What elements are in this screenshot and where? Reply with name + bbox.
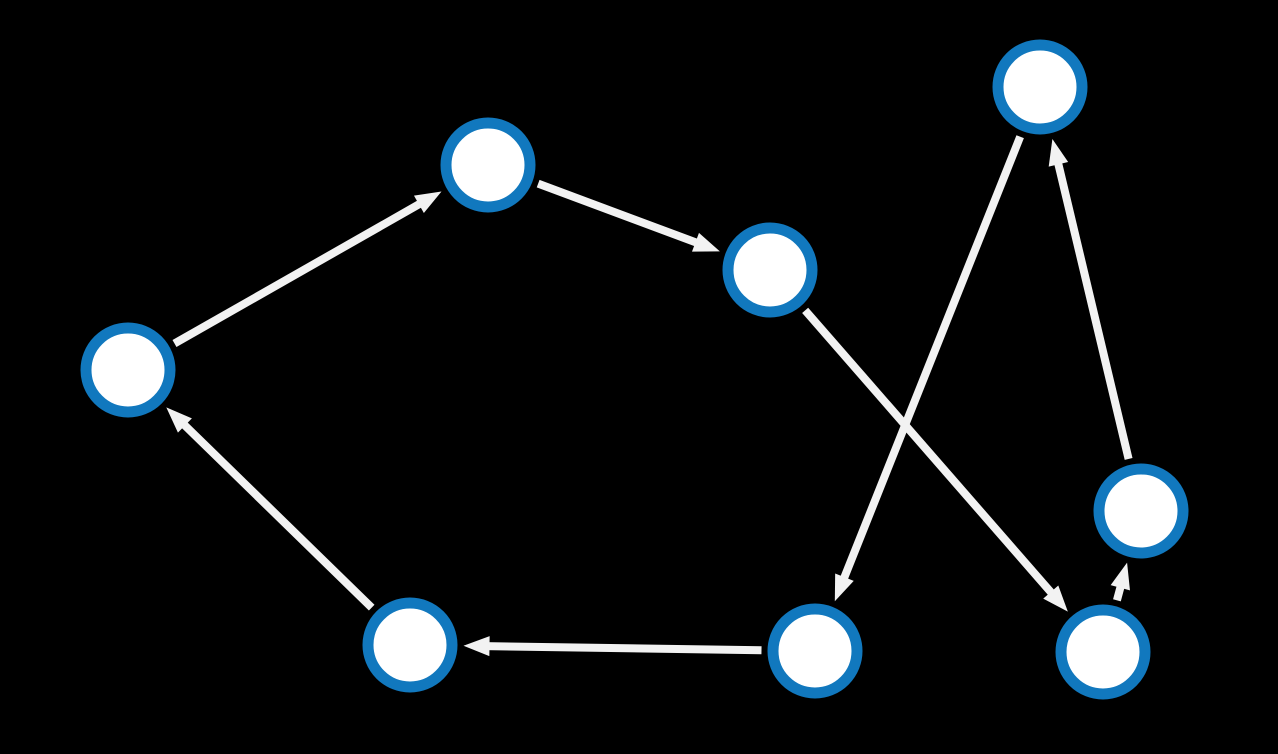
graph-edge-arrowhead (834, 573, 854, 602)
graph-node[interactable] (80, 322, 176, 418)
graph-edge-arrowhead (1048, 139, 1069, 167)
graph-edge-line (839, 135, 1024, 583)
graph-node-circle[interactable] (1093, 463, 1189, 559)
graph-edge-arrowhead (692, 232, 720, 252)
graph-edge-line (802, 307, 1057, 598)
graph-node[interactable] (1093, 463, 1189, 559)
graph-edge-arrowhead (463, 636, 490, 657)
node-layer (80, 39, 1189, 700)
graph-node[interactable] (767, 603, 863, 699)
graph-node[interactable] (1055, 604, 1151, 700)
graph-node-circle[interactable] (80, 322, 176, 418)
graph-node[interactable] (440, 117, 536, 213)
graph-edge-line (1053, 159, 1133, 460)
edge-layer (166, 135, 1133, 657)
graph-node-circle[interactable] (992, 39, 1088, 135)
graph-edge-arrowhead (413, 191, 442, 214)
graph-node-circle[interactable] (767, 603, 863, 699)
graph-edge-line (485, 642, 762, 655)
graph-edge-arrowhead (166, 407, 192, 433)
graph-node-circle[interactable] (362, 597, 458, 693)
graph-node-circle[interactable] (722, 222, 818, 318)
graph-edge-line (172, 198, 425, 348)
graph-node-circle[interactable] (1055, 604, 1151, 700)
graph-node[interactable] (722, 222, 818, 318)
graph-node[interactable] (362, 597, 458, 693)
graph-edge-line (179, 419, 375, 611)
graph-node[interactable] (992, 39, 1088, 135)
graph-edge-arrowhead (1043, 585, 1068, 612)
graph-edge-line (536, 179, 701, 248)
graph-node-circle[interactable] (440, 117, 536, 213)
graph-edge-arrowhead (1110, 562, 1130, 591)
